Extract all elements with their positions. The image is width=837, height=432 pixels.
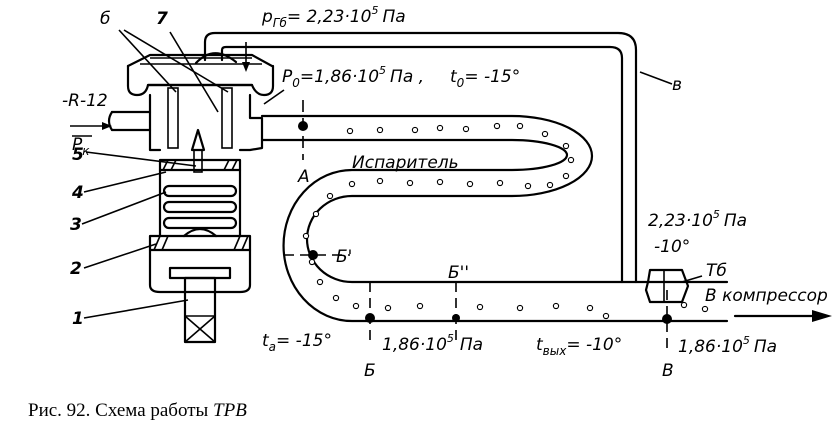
refrigerant-droplets: [302, 122, 709, 320]
label-t0: t0= -15°: [450, 67, 520, 90]
measurement-point-v: [662, 290, 672, 348]
label-b-top: б: [100, 9, 110, 29]
measurement-point-b-prime: [284, 250, 350, 260]
label-v-capillary: в: [672, 75, 682, 95]
label-a: A: [297, 167, 310, 187]
capillary-tube: [194, 31, 638, 284]
spring: [162, 184, 238, 230]
pk-arrow: [70, 122, 112, 137]
label-pk: Pк: [72, 135, 90, 158]
measurement-point-b: [365, 282, 375, 346]
label-r12: -R-12: [62, 91, 108, 111]
label-v-bottom: В: [662, 361, 674, 381]
measurement-point-a: [298, 100, 308, 160]
label-t-tb: -10°: [654, 237, 690, 257]
label-1: 1: [72, 309, 84, 329]
label-7: 7: [156, 9, 168, 29]
measurement-point-b-dprime: [452, 282, 460, 346]
label-v-kompressor: В компрессор: [705, 286, 828, 306]
thermal-bulb: [644, 268, 690, 304]
label-t-out: tвых= -10°: [536, 335, 622, 358]
leader-lines: [81, 29, 703, 319]
figure-caption: Рис. 92. Схема работы ТРВ: [28, 400, 247, 421]
label-5: 5: [72, 145, 84, 165]
label-3: 3: [70, 215, 82, 235]
label-b-dprime: Б'': [448, 263, 469, 283]
label-2: 2: [70, 259, 82, 279]
label-4: 4: [71, 183, 84, 203]
label-b-prime: Б': [336, 247, 352, 267]
outlet-arrow: [733, 310, 832, 322]
label-t-a: tа= -15°: [262, 331, 332, 354]
label-isparitel: Испаритель: [352, 153, 459, 173]
label-tb: Тб: [706, 261, 727, 281]
valve-body: [107, 53, 275, 344]
label-b-bottom: Б: [364, 361, 376, 381]
